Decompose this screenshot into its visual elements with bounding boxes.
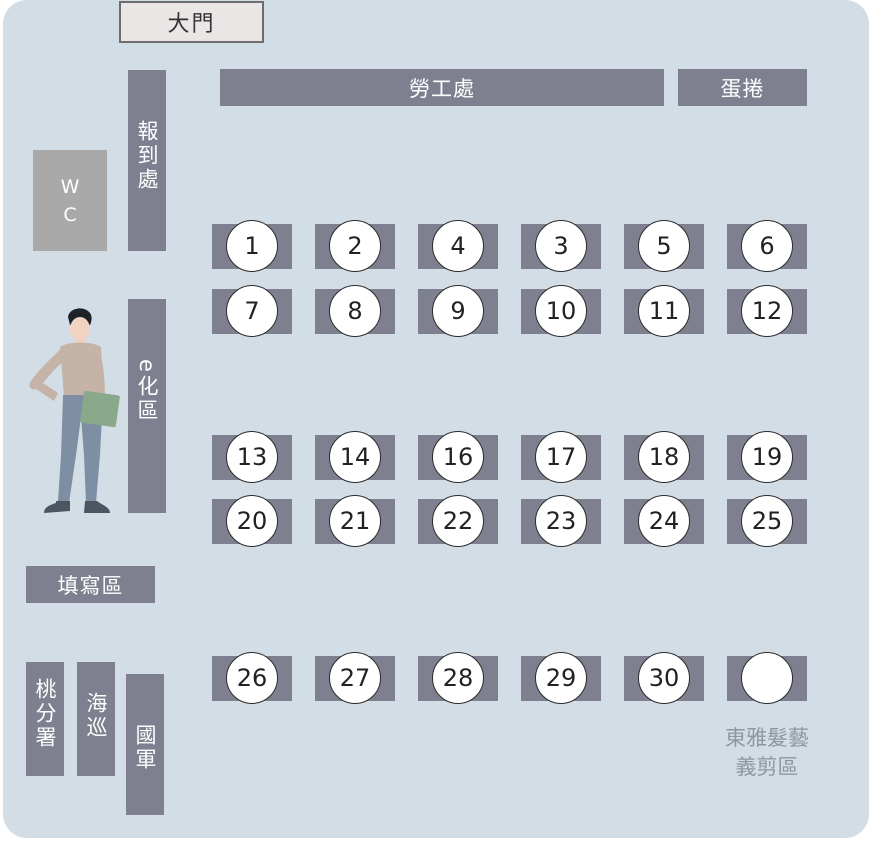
booth-number: 16 [432, 431, 484, 483]
coast-guard-booth: 海巡 [77, 662, 115, 776]
booth-number: 13 [226, 431, 278, 483]
labor-office-counter: 勞工處 [220, 69, 664, 106]
booth-number: 7 [226, 285, 278, 337]
booth-number: 18 [638, 431, 690, 483]
booth-number: 25 [741, 495, 793, 547]
form-filling-area: 填寫區 [26, 566, 155, 603]
booth-number: 14 [329, 431, 381, 483]
booth-number: 29 [535, 652, 587, 704]
salon-area: 義剪區 [735, 755, 799, 779]
booth-number: 22 [432, 495, 484, 547]
booth-number: 28 [432, 652, 484, 704]
military-booth: 國軍 [126, 674, 164, 815]
booth-number: 4 [432, 220, 484, 272]
booth-number: 26 [226, 652, 278, 704]
reception-desk: 報到處 [128, 70, 166, 251]
booth-number: 30 [638, 652, 690, 704]
e-zone-label: e化區 [135, 359, 159, 423]
booth-number: 21 [329, 495, 381, 547]
taoyuan-branch-label: 桃分署 [33, 678, 57, 750]
booth-number: 17 [535, 431, 587, 483]
entrance-gate: 大門 [119, 1, 264, 43]
booth-number: 24 [638, 495, 690, 547]
booth-number: 20 [226, 495, 278, 547]
restroom-block: W C [33, 150, 107, 251]
booth-number [741, 652, 793, 704]
hair-salon-label: 東雅髮藝 義剪區 [704, 724, 830, 782]
taoyuan-branch-booth: 桃分署 [26, 662, 64, 776]
booth-number: 1 [226, 220, 278, 272]
person-icon [29, 308, 120, 513]
military-label: 國軍 [133, 724, 157, 772]
coast-guard-label: 海巡 [84, 692, 108, 740]
booth-number: 11 [638, 285, 690, 337]
booth-number: 9 [432, 285, 484, 337]
booth-number: 8 [329, 285, 381, 337]
booth-number: 5 [638, 220, 690, 272]
e-zone-block: e化區 [128, 299, 166, 513]
salon-name: 東雅髮藝 [725, 726, 809, 750]
booth-number: 2 [329, 220, 381, 272]
booth-number: 3 [535, 220, 587, 272]
booth-number: 27 [329, 652, 381, 704]
reception-label: 報到處 [135, 120, 159, 192]
booth-number: 6 [741, 220, 793, 272]
booth-number: 19 [741, 431, 793, 483]
restroom-label-c: C [63, 203, 77, 226]
booth-number: 12 [741, 285, 793, 337]
egg-roll-counter: 蛋捲 [678, 69, 807, 106]
booth-number: 10 [535, 285, 587, 337]
booth-number: 23 [535, 495, 587, 547]
restroom-label-w: W [60, 175, 80, 198]
